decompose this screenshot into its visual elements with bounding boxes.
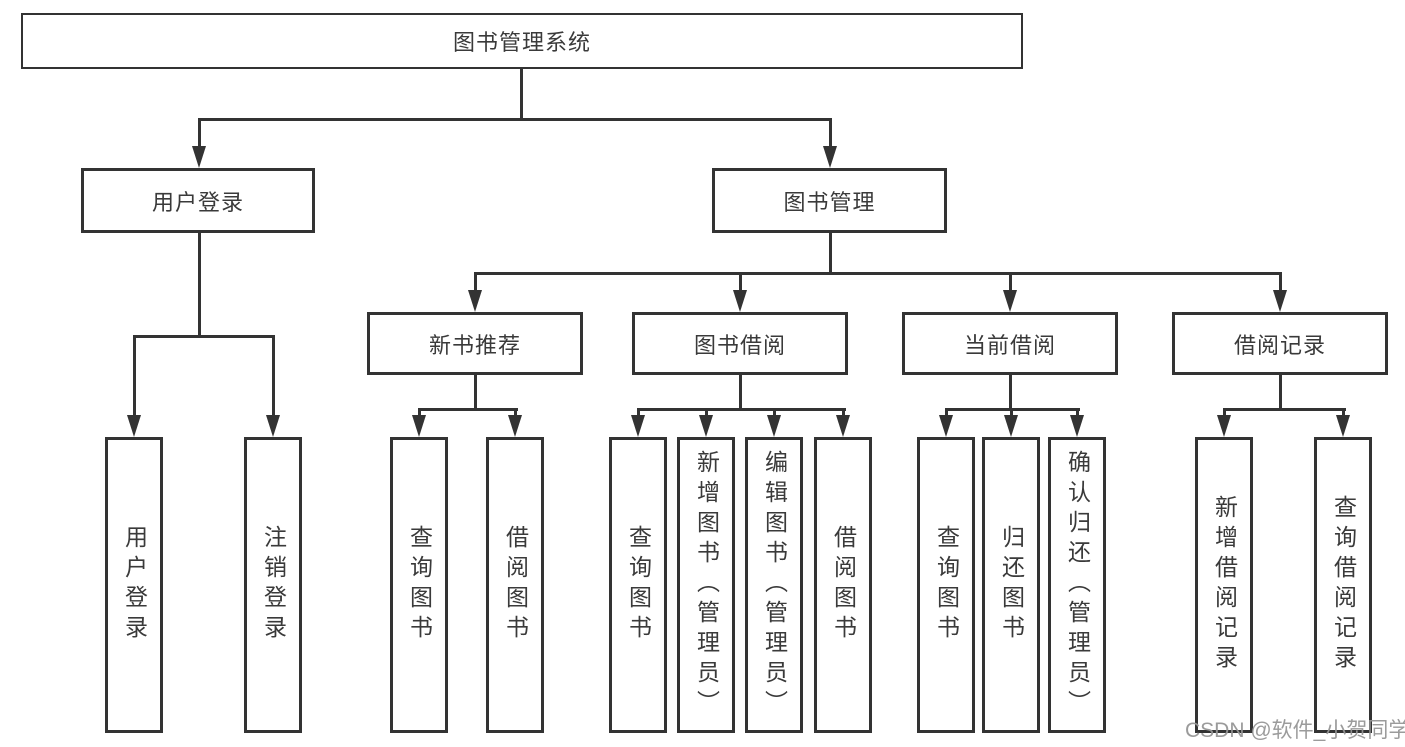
arrow-down-icon <box>699 415 713 437</box>
edge-line <box>133 335 136 419</box>
edge-line <box>474 272 477 294</box>
node-root: 图书管理系统 <box>21 13 1023 69</box>
edge-line <box>272 335 275 419</box>
edge-line <box>474 272 1282 275</box>
arrow-down-icon <box>823 146 837 168</box>
leaf-borrow-edit: 编辑图书（管理员） <box>745 437 803 733</box>
node-book-borrow-label: 图书借阅 <box>693 332 786 358</box>
edge-line <box>637 408 640 420</box>
arrow-down-icon <box>1217 415 1231 437</box>
arrow-down-icon <box>733 290 747 312</box>
arrow-down-icon <box>1004 415 1018 437</box>
node-root-label: 图书管理系统 <box>452 30 591 55</box>
edge-line <box>829 233 832 275</box>
node-book-borrow: 图书借阅 <box>632 312 848 375</box>
leaf-newbook-borrow: 借阅图书 <box>486 437 544 733</box>
edge-line <box>198 118 201 150</box>
edge-line <box>829 118 832 150</box>
edge-line <box>1342 408 1345 420</box>
leaf-newbook-query: 查询图书 <box>390 437 448 733</box>
edge-line <box>520 69 523 121</box>
leaf-return-book-label: 归还图书 <box>998 525 1025 645</box>
leaf-borrow-add: 新增图书（管理员） <box>677 437 735 733</box>
edge-line <box>1010 408 1013 420</box>
leaf-confirm-return-label: 确认归还（管理员） <box>1064 450 1091 720</box>
leaf-borrow-query: 查询图书 <box>609 437 667 733</box>
arrow-down-icon <box>1336 415 1350 437</box>
edge-line <box>133 335 275 338</box>
node-new-book-label: 新书推荐 <box>428 332 521 358</box>
arrow-down-icon <box>1273 290 1287 312</box>
edge-line <box>1223 408 1226 420</box>
edge-line <box>739 375 742 411</box>
edge-line <box>418 408 518 411</box>
csdn-watermark: CSDN @软件_小贺同学 <box>1185 719 1405 742</box>
arrow-down-icon <box>1070 415 1084 437</box>
edge-line <box>842 408 845 420</box>
leaf-newbook-query-label: 查询图书 <box>406 525 433 645</box>
node-book-mgmt-label: 图书管理 <box>783 189 876 215</box>
leaf-borrow-edit-label: 编辑图书（管理员） <box>761 450 788 720</box>
arrow-down-icon <box>468 290 482 312</box>
edge-line <box>1223 408 1346 411</box>
leaf-record-query-label: 查询借阅记录 <box>1330 495 1357 675</box>
leaf-borrow-book-label: 借阅图书 <box>830 525 857 645</box>
leaf-record-add: 新增借阅记录 <box>1195 437 1253 733</box>
leaf-user-login-label: 用户登录 <box>121 525 148 645</box>
leaf-record-add-label: 新增借阅记录 <box>1211 495 1238 675</box>
edge-line <box>198 118 832 121</box>
node-borrow-record-label: 借阅记录 <box>1233 332 1326 358</box>
edge-line <box>474 375 477 411</box>
arrow-down-icon <box>127 415 141 437</box>
arrow-down-icon <box>1003 290 1017 312</box>
arrow-down-icon <box>767 415 781 437</box>
edge-line <box>418 408 421 420</box>
leaf-record-query: 查询借阅记录 <box>1314 437 1372 733</box>
edge-line <box>1279 272 1282 294</box>
edge-line <box>773 408 776 420</box>
leaf-borrow-book: 借阅图书 <box>814 437 872 733</box>
arrow-down-icon <box>836 415 850 437</box>
node-current-borrow: 当前借阅 <box>902 312 1118 375</box>
node-borrow-record: 借阅记录 <box>1172 312 1388 375</box>
arrow-down-icon <box>939 415 953 437</box>
leaf-logout-label: 注销登录 <box>260 525 287 645</box>
leaf-user-login: 用户登录 <box>105 437 163 733</box>
edge-line <box>1076 408 1079 420</box>
edge-line <box>1009 272 1012 294</box>
leaf-confirm-return: 确认归还（管理员） <box>1048 437 1106 733</box>
arrow-down-icon <box>631 415 645 437</box>
edge-line <box>514 408 517 420</box>
edge-line <box>945 408 948 420</box>
leaf-current-query: 查询图书 <box>917 437 975 733</box>
edge-line <box>1009 375 1012 411</box>
node-user-login-label: 用户登录 <box>151 189 244 215</box>
leaf-newbook-borrow-label: 借阅图书 <box>502 525 529 645</box>
leaf-current-query-label: 查询图书 <box>933 525 960 645</box>
edge-line <box>705 408 708 420</box>
leaf-borrow-add-label: 新增图书（管理员） <box>693 450 720 720</box>
leaf-logout: 注销登录 <box>244 437 302 733</box>
leaf-borrow-query-label: 查询图书 <box>625 525 652 645</box>
leaf-return-book: 归还图书 <box>982 437 1040 733</box>
arrow-down-icon <box>266 415 280 437</box>
node-user-login: 用户登录 <box>81 168 315 233</box>
arrow-down-icon <box>192 146 206 168</box>
edge-line <box>1279 375 1282 411</box>
node-new-book: 新书推荐 <box>367 312 583 375</box>
edge-line <box>637 408 846 411</box>
arrow-down-icon <box>508 415 522 437</box>
edge-line <box>198 233 201 337</box>
arrow-down-icon <box>412 415 426 437</box>
node-book-mgmt: 图书管理 <box>712 168 947 233</box>
node-current-borrow-label: 当前借阅 <box>963 332 1056 358</box>
edge-line <box>739 272 742 294</box>
